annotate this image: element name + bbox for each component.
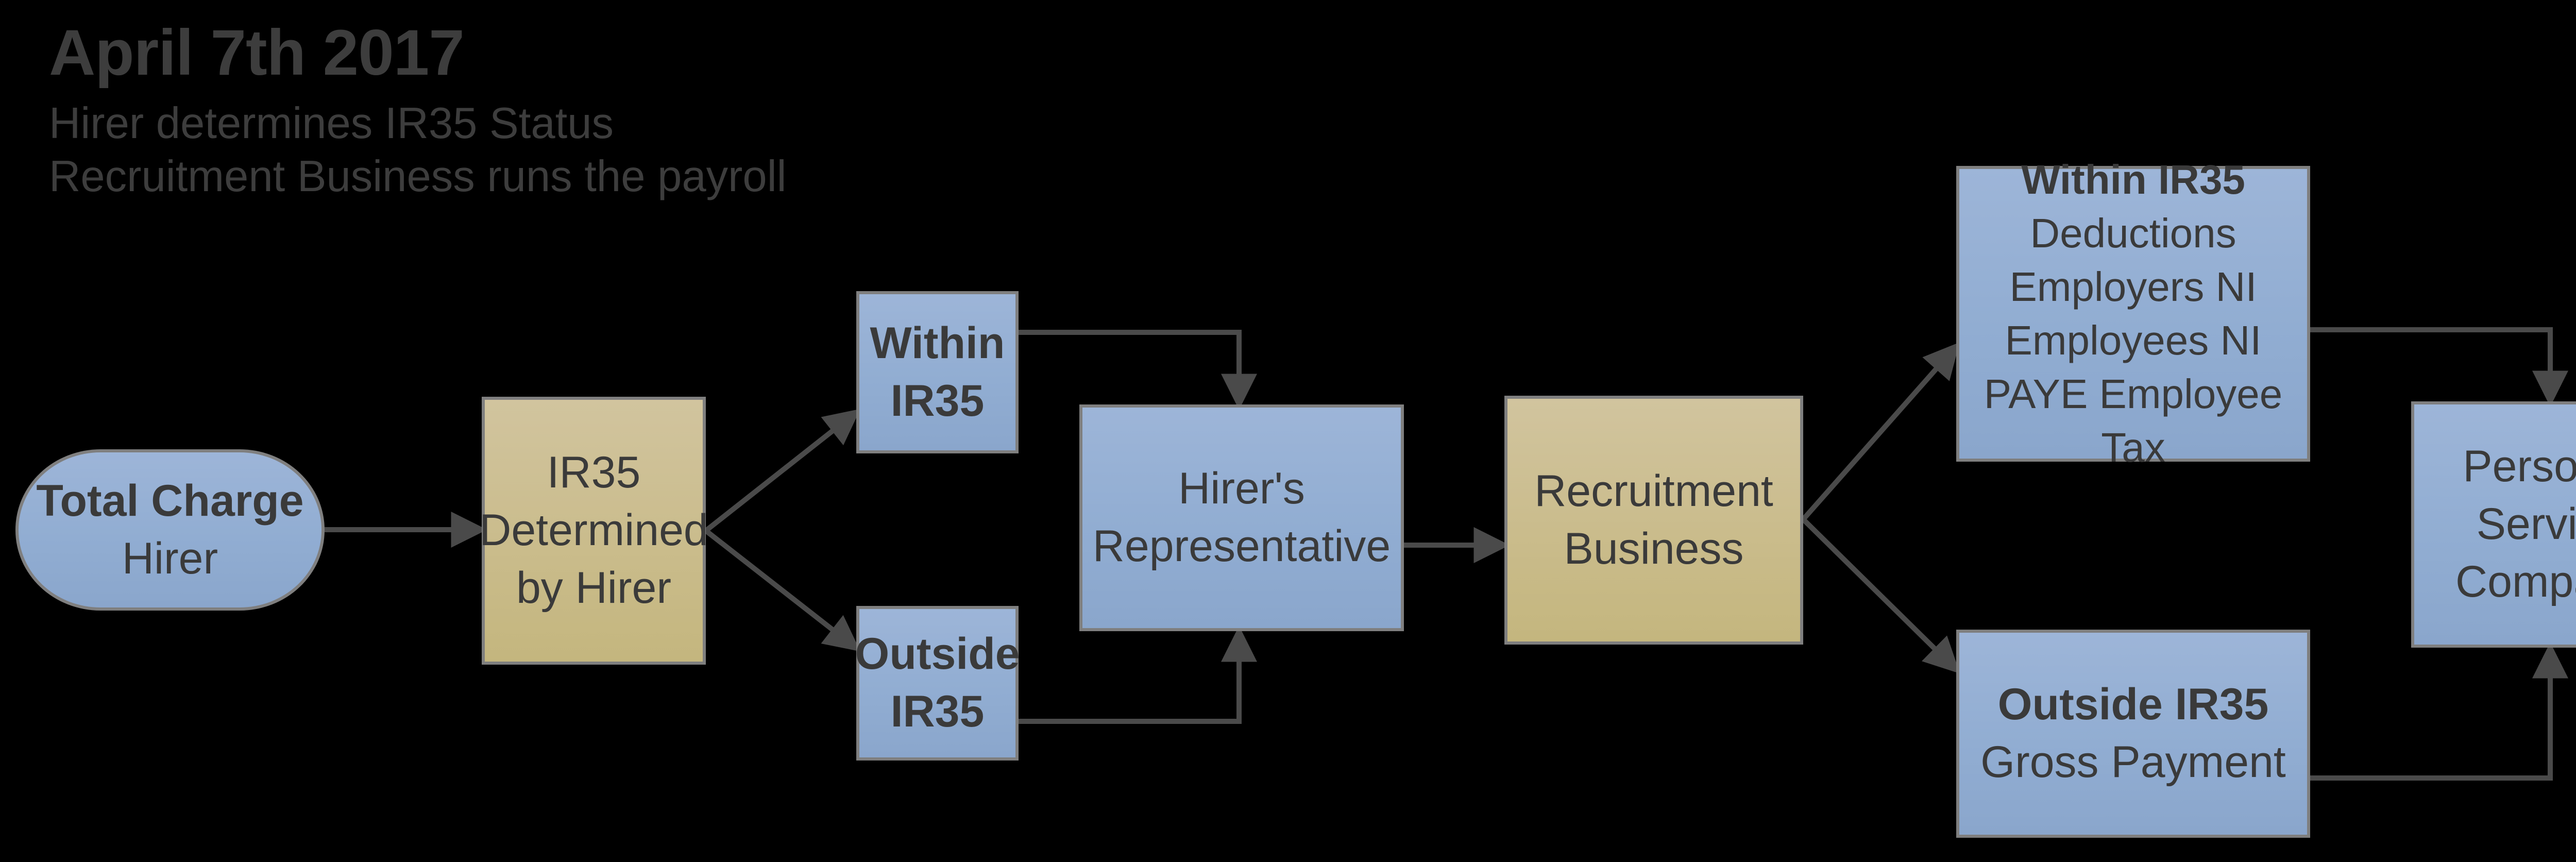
node-ir35-determined-by-hirer-line-0: IR35	[547, 448, 641, 498]
node-personal-service-company-line-2: Company	[2455, 556, 2576, 606]
node-ir35-determined-by-hirer-line-1: Determined	[479, 505, 708, 555]
arrow-determination-to-within-status	[704, 409, 861, 533]
page-subtitle-2: Recruitment Business runs the payroll	[49, 152, 787, 201]
node-recruitment-business-line-1: Business	[1564, 523, 1744, 573]
node-personal-service-company-line-0: Personal	[2463, 442, 2576, 492]
node-total-charge-hirer-line-1: Hirer	[122, 533, 218, 583]
node-recruitment-business-line-0: Recruitment	[1534, 466, 1773, 516]
title-block: April 7th 2017 Hirer determines IR35 Sta…	[49, 21, 786, 198]
node-within-ir35-status-line-0: Within	[870, 318, 1005, 368]
arrow-determination-to-outside-status	[704, 529, 861, 652]
node-personal-service-company-line-1: Service	[2476, 499, 2576, 549]
arrow-within-deductions-to-psc	[2310, 327, 2568, 407]
node-hirers-representative-line-1: Representative	[1092, 521, 1391, 571]
node-within-ir35-deductions-line-4: PAYE Employee Tax	[1984, 371, 2283, 470]
node-outside-ir35-gross-payment-line-0: Outside IR35	[1997, 680, 2269, 730]
arrow-outside-status-to-representative	[1019, 626, 1257, 724]
node-within-ir35-deductions-line-1: Deductions	[2030, 210, 2236, 256]
node-within-ir35-deductions-line-3: Employees NI	[2005, 317, 2262, 363]
arrow-recruitment-to-within-deductions	[1801, 342, 1960, 521]
arrow-within-status-to-representative	[1019, 330, 1257, 410]
node-outside-ir35-gross-payment-line-1: Gross Payment	[1980, 737, 2286, 787]
node-within-ir35-deductions-line-0: Within IR35	[2021, 157, 2245, 202]
arrow-recruitment-to-outside-gross	[1801, 517, 1960, 674]
node-outside-ir35-status-line-1: IR35	[890, 687, 985, 736]
page-subtitle-1: Hirer determines IR35 Status	[49, 99, 614, 148]
node-total-charge-hirer-line-0: Total Charge	[36, 476, 304, 526]
node-within-ir35-status-line-1: IR35	[890, 376, 985, 426]
node-hirers-representative-line-0: Hirer's	[1178, 464, 1305, 514]
node-outside-ir35-status-line-0: Outside	[855, 629, 1020, 679]
arrow-outside-gross-to-psc	[2310, 642, 2568, 781]
node-personal-service-company: PersonalServiceCompany	[2411, 401, 2576, 648]
node-within-ir35-deductions-line-2: Employers NI	[2009, 264, 2257, 310]
node-ir35-determined-by-hirer-line-2: by Hirer	[516, 563, 672, 613]
page-title: April 7th 2017	[49, 17, 465, 89]
